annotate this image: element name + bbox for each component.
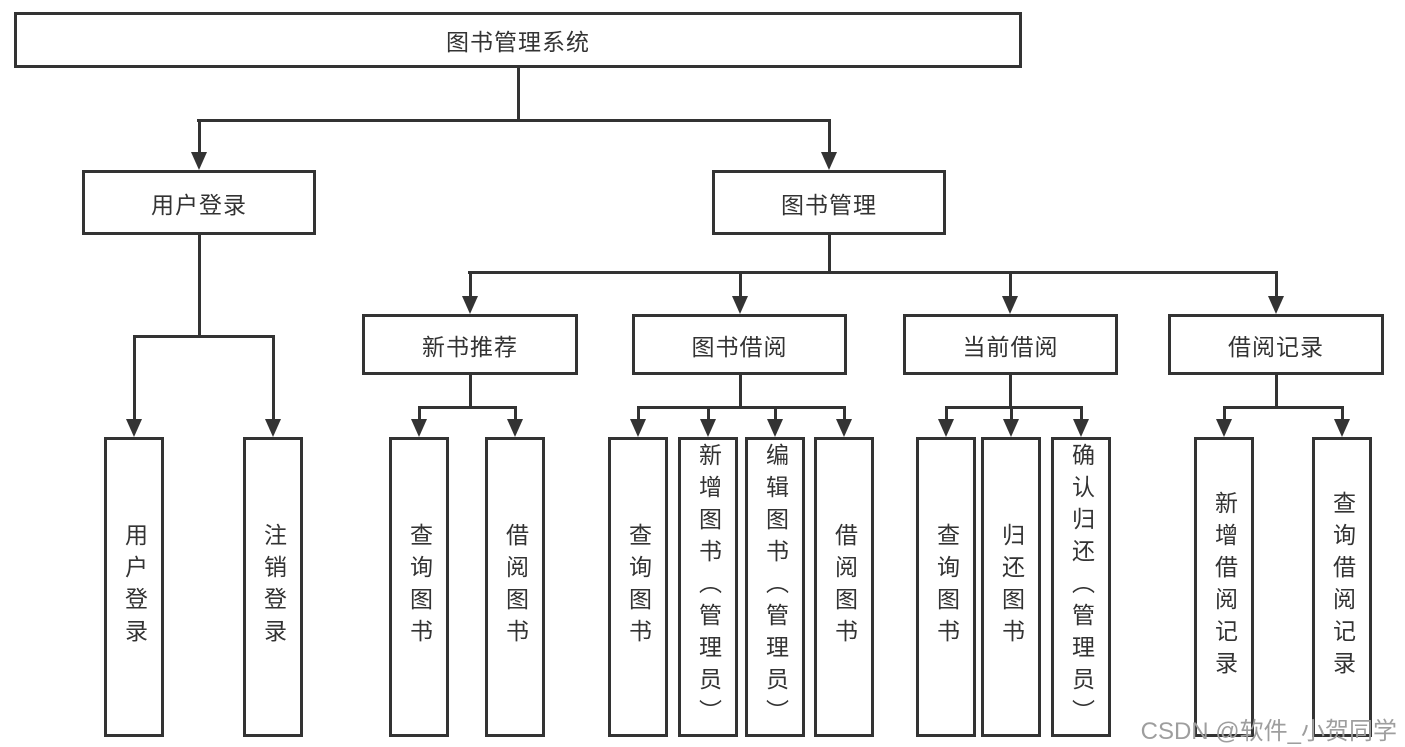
arrowhead-down-icon [126,419,142,437]
connector-drop [1223,406,1226,423]
connector-stub-borrowing-records [1275,375,1278,408]
node-library-system: 图书管理系统 [14,12,1022,68]
leaf-label: 确认归还（管理员） [1068,443,1095,731]
arrowhead-down-icon [411,419,427,437]
connector-hline-level2 [197,119,831,122]
leaf-label: 借阅图书 [502,523,529,651]
leaf-label: 注销登录 [260,523,287,651]
connector-drop [1009,271,1012,299]
leaf-query-books-recommend: 查询图书 [389,437,449,737]
connector-drop [1341,406,1344,423]
connector-drop [739,271,742,299]
connector-drop [469,271,472,299]
arrowhead-down-icon [836,419,852,437]
node-current-borrowing: 当前借阅 [903,314,1118,375]
leaf-confirm-return-admin: 确认归还（管理员） [1051,437,1111,737]
arrowhead-down-icon [1003,419,1019,437]
leaf-user-login: 用户登录 [104,437,164,737]
connector-drop [637,406,640,423]
node-label: 借阅记录 [1228,333,1324,360]
arrowhead-down-icon [507,419,523,437]
node-book-management: 图书管理 [712,170,946,235]
arrowhead-down-icon [462,296,478,314]
leaf-label: 查询图书 [406,523,433,651]
connector-hline-new-book [418,406,517,409]
node-user-login: 用户登录 [82,170,316,235]
node-label: 用户登录 [151,191,247,218]
leaf-query-borrow-record: 查询借阅记录 [1312,437,1372,737]
connector-drop [945,406,948,423]
arrowhead-down-icon [938,419,954,437]
connector-drop [1080,406,1083,423]
leaf-add-borrow-record: 新增借阅记录 [1194,437,1254,737]
arrowhead-down-icon [1268,296,1284,314]
leaf-label: 编辑图书（管理员） [762,443,789,731]
connector-hline-level3 [468,271,1278,274]
leaf-label: 查询图书 [625,523,652,651]
connector-drop [133,335,136,423]
node-label: 当前借阅 [962,333,1059,360]
leaf-return-books: 归还图书 [981,437,1041,737]
connector-stub-new-book [469,375,472,408]
leaf-query-books-current: 查询图书 [916,437,976,737]
connector-drop [843,406,846,423]
connector-hline-borrowing-records [1223,406,1344,409]
node-new-book-recommend: 新书推荐 [362,314,578,375]
connector-drop [272,335,275,423]
node-book-borrowing: 图书借阅 [632,314,847,375]
csdn-watermark: CSDN @软件_小贺同学 [1140,718,1397,745]
connector-stub-book-borrowing [739,375,742,408]
node-label: 图书管理 [781,191,877,218]
connector-stub-current-borrowing [1009,375,1012,408]
connector-drop [1010,406,1013,423]
node-label: 图书借阅 [691,333,788,360]
arrowhead-down-icon [767,419,783,437]
connector-drop [707,406,710,423]
leaf-label: 查询图书 [933,523,960,651]
connector-stub-user-login [198,235,201,337]
node-label: 新书推荐 [422,333,518,360]
arrowhead-down-icon [1002,296,1018,314]
leaf-label: 新增借阅记录 [1211,491,1238,683]
leaf-borrow-books-recommend: 借阅图书 [485,437,545,737]
arrowhead-down-icon [265,419,281,437]
leaf-borrow-books-borrowing: 借阅图书 [814,437,874,737]
leaf-label: 用户登录 [121,523,148,651]
arrowhead-down-icon [821,152,837,170]
arrowhead-down-icon [191,152,207,170]
leaf-add-book-admin: 新增图书（管理员） [678,437,738,737]
connector-drop [774,406,777,423]
arrowhead-down-icon [1334,419,1350,437]
connector-drop [1275,271,1278,299]
connector-stub-root [517,68,520,121]
arrowhead-down-icon [732,296,748,314]
connector-drop [198,119,201,155]
connector-hline-book-borrowing [637,406,846,409]
connector-hline-current-borrowing [945,406,1083,409]
leaf-edit-book-admin: 编辑图书（管理员） [745,437,805,737]
connector-drop [828,119,831,155]
leaf-label: 新增图书（管理员） [695,443,722,731]
connector-stub-book-management [828,235,831,273]
leaf-query-books-borrowing: 查询图书 [608,437,668,737]
leaf-label: 借阅图书 [831,523,858,651]
leaf-logout: 注销登录 [243,437,303,737]
arrowhead-down-icon [1216,419,1232,437]
leaf-label: 查询借阅记录 [1329,491,1356,683]
connector-drop [418,406,421,423]
node-label: 图书管理系统 [446,29,590,55]
connector-hline-user-login [133,335,275,338]
arrowhead-down-icon [1073,419,1089,437]
connector-drop [514,406,517,423]
leaf-label: 归还图书 [998,523,1025,651]
arrowhead-down-icon [700,419,716,437]
node-borrowing-records: 借阅记录 [1168,314,1384,375]
arrowhead-down-icon [630,419,646,437]
